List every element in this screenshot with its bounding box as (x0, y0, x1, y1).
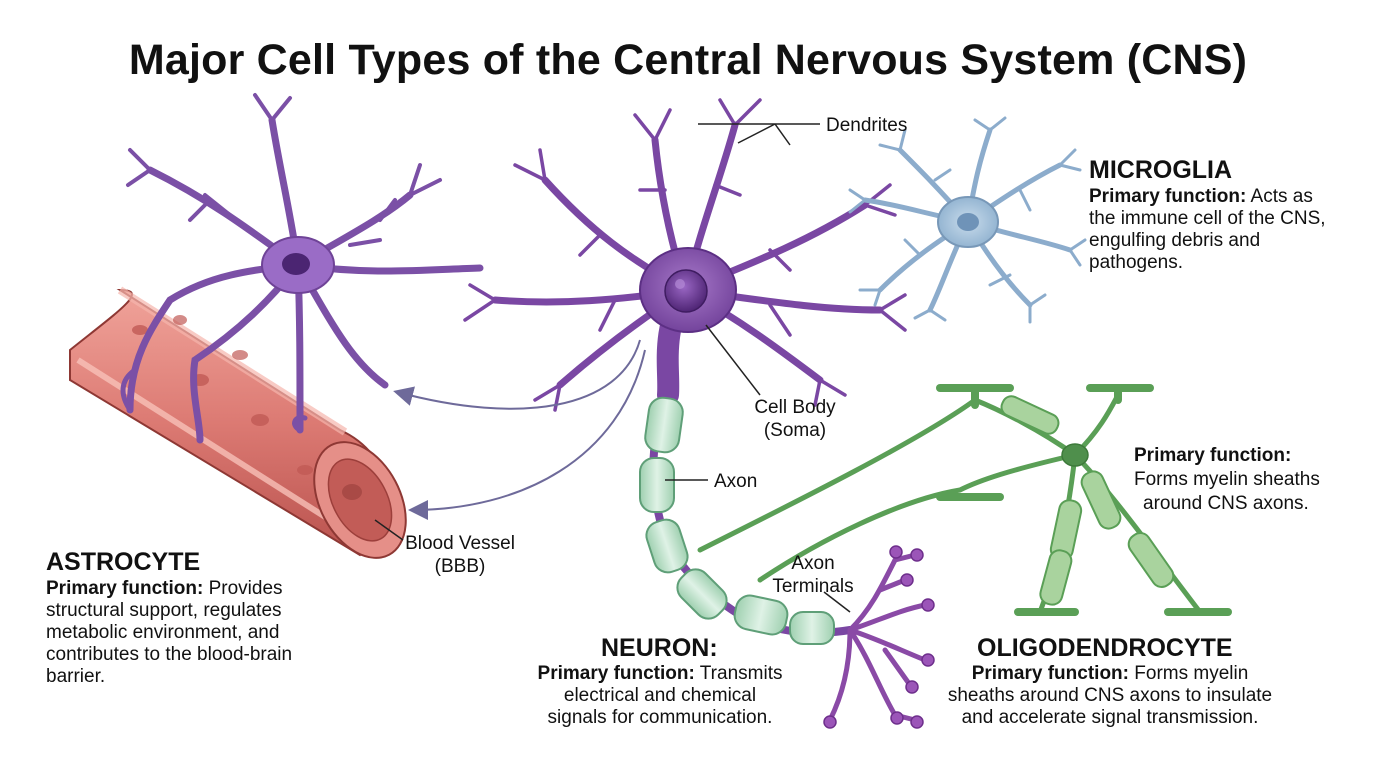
oligodendrocyte-heading: OLIGODENDROCYTE (977, 634, 1233, 662)
blood-vessel-label-line2: (BBB) (434, 556, 486, 577)
neuron-desc-line2: electrical and chemical (563, 685, 757, 706)
oligodendrocyte-desc-line1: Forms myelin (1129, 663, 1249, 684)
astrocyte-arrows (393, 339, 646, 520)
oligodendrocyte-desc-line3: and accelerate signal transmission. (961, 707, 1259, 728)
astrocyte (120, 93, 484, 444)
cell-body-label-line1: Cell Body (754, 397, 836, 418)
astrocyte-desc-line2: structural support, regulates (46, 600, 282, 621)
astrocyte-desc-line4: contributes to the blood-brain (46, 644, 293, 665)
oligodendrocyte-side-line1: Forms myelin sheaths (1134, 469, 1320, 490)
dendrites-label: Dendrites (826, 115, 908, 136)
microglia-desc-line1: Acts as (1246, 186, 1313, 207)
oligodendrocyte-side-description: Primary function: Forms myelin sheaths a… (1134, 444, 1354, 516)
neuron-desc-line3: signals for communication. (547, 707, 773, 728)
microglia (848, 116, 1087, 324)
astrocyte-heading: ASTROCYTE (46, 548, 201, 576)
microglia-desc-line2: the immune cell of the CNS, (1089, 208, 1326, 229)
neuron-function-label: Primary function: (537, 663, 695, 684)
cell-body-label: Cell Body (Soma) (740, 396, 850, 442)
astrocyte-description: Primary function: Provides structural su… (46, 578, 366, 688)
microglia-description: Primary function: Acts as the immune cel… (1089, 186, 1359, 274)
axon-terminals-label-line1: Axon (791, 553, 835, 574)
oligodendrocyte (697, 384, 1232, 616)
axon-terminals-label: Axon Terminals (758, 552, 868, 598)
oligodendrocyte-side-function-label: Primary function: (1134, 445, 1292, 466)
microglia-function-label: Primary function: (1089, 186, 1247, 207)
axon-label: Axon (714, 471, 758, 492)
oligodendrocyte-function-label: Primary function: (971, 663, 1129, 684)
leader-lines (374, 123, 851, 613)
page-title: Major Cell Types of the Central Nervous … (128, 36, 1248, 84)
oligodendrocyte-side-line2: around CNS axons. (1143, 493, 1309, 514)
cell-body-label-line2: (Soma) (763, 420, 827, 441)
microglia-desc-line4: pathogens. (1089, 252, 1184, 273)
blood-vessel-label-line1: Blood Vessel (405, 533, 515, 554)
astrocyte-desc-line3: metabolic environment, and (46, 622, 280, 643)
blood-vessel-label: Blood Vessel (BBB) (398, 532, 522, 578)
oligodendrocyte-desc-line2: sheaths around CNS axons to insulate (947, 685, 1273, 706)
neuron-axon (639, 391, 854, 645)
axon-terminals (823, 545, 935, 729)
myelin-sheaths (639, 396, 835, 645)
blood-vessel (69, 286, 407, 559)
neuron-heading: NEURON: (601, 634, 718, 662)
neuron-soma (639, 247, 737, 333)
astrocyte-function-label: Primary function: (46, 578, 204, 599)
oligodendrocyte-description: Primary function: Forms myelin sheaths a… (924, 663, 1296, 729)
microglia-heading: MICROGLIA (1089, 156, 1233, 184)
neuron-description: Primary function: Transmits electrical a… (500, 663, 820, 729)
neuron-desc-line1: Transmits (694, 663, 783, 684)
axon-terminals-label-line2: Terminals (772, 576, 854, 597)
astrocyte-desc-line1: Provides (203, 578, 283, 599)
astrocyte-desc-line5: barrier. (46, 666, 106, 687)
microglia-desc-line3: engulfing debris and (1089, 230, 1261, 251)
